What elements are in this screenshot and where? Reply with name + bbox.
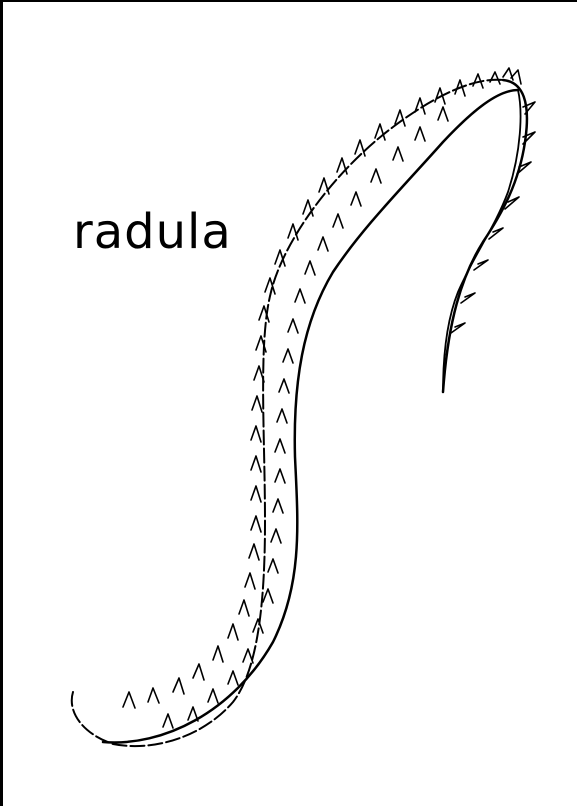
radula-label: radula xyxy=(73,208,232,256)
radula-outer-edge xyxy=(72,80,503,746)
radula-inner-edge xyxy=(103,90,518,742)
radula-hook-inner xyxy=(443,90,521,392)
radula-drawing xyxy=(3,2,577,808)
radula-hook xyxy=(443,80,527,392)
radula-teeth xyxy=(123,68,535,728)
